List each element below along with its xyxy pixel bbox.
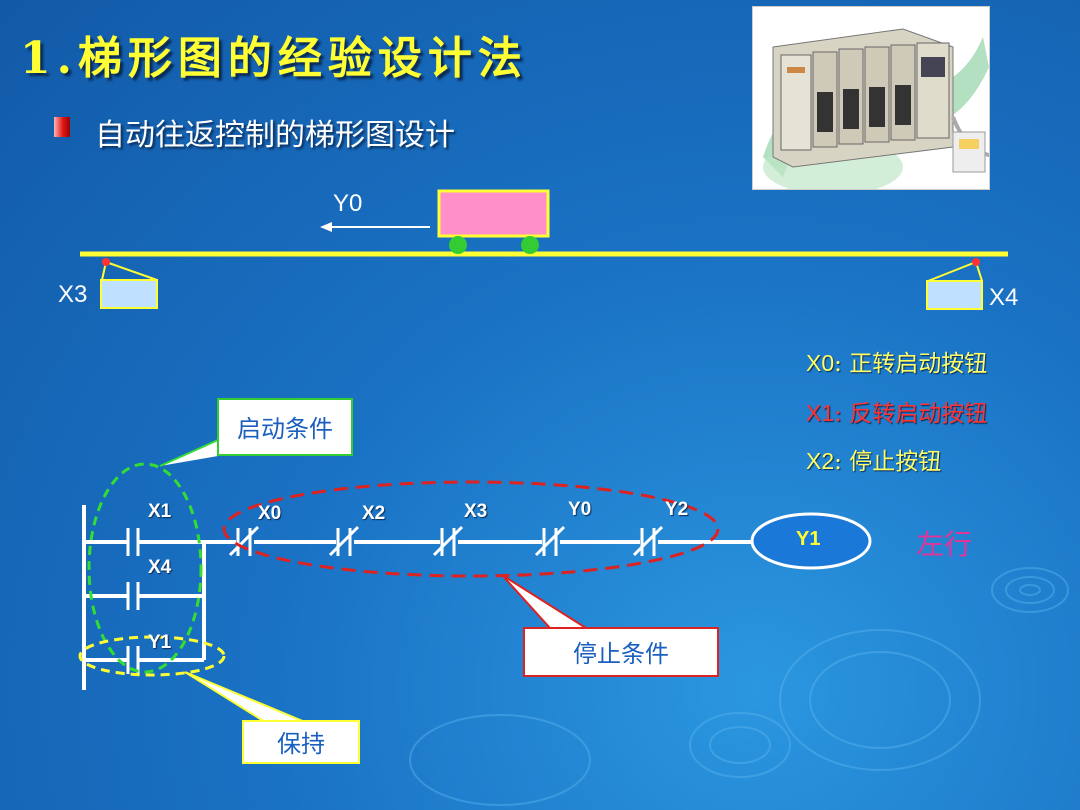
legend-item-x1: X1: 反转启动按钮 xyxy=(806,400,988,427)
coil-label: Y1 xyxy=(796,528,821,550)
limit-switch-x3 xyxy=(100,279,158,309)
start-condition-callout: 启动条件 xyxy=(217,398,353,456)
ladder-diagram xyxy=(82,505,752,690)
right-switch-label: X4 xyxy=(989,284,1019,311)
hold-ellipse xyxy=(78,635,226,677)
ripple-decoration xyxy=(409,567,1069,806)
contact-label-x0: X0 xyxy=(258,503,282,524)
contact-y0-nc xyxy=(534,525,566,557)
stop-callout-pointer xyxy=(501,574,590,629)
left-arrow-icon xyxy=(320,222,332,232)
legend-item-x0: X0: 正转启动按钮 xyxy=(806,350,988,377)
contact-x2-nc xyxy=(328,525,360,557)
limit-switch-x4 xyxy=(926,280,983,310)
stop-condition-ellipse xyxy=(222,480,720,578)
contact-label-x2: X2 xyxy=(362,503,386,524)
hold-callout-pointer xyxy=(184,671,306,723)
direction-label: Y0 xyxy=(333,190,363,217)
start-condition-ellipse xyxy=(87,462,203,674)
contact-x0-nc xyxy=(228,525,260,557)
contact-y2-nc xyxy=(632,525,664,557)
left-switch-label: X3 xyxy=(58,281,88,308)
slide-subtitle: 自动往返控制的梯形图设计 xyxy=(95,118,455,153)
contact-label-x3: X3 xyxy=(464,501,488,522)
contact-x3-nc xyxy=(432,525,464,557)
legend-item-x2: X2: 停止按钮 xyxy=(806,448,942,475)
bullet-square-icon xyxy=(54,117,70,137)
contact-label-x4: X4 xyxy=(148,557,172,578)
contact-label-y2: Y2 xyxy=(665,499,689,520)
contact-label-y0: Y0 xyxy=(568,499,592,520)
cart-wheel-right xyxy=(521,236,539,254)
hold-callout: 保持 xyxy=(242,720,360,764)
contact-label-x1: X1 xyxy=(148,501,172,522)
coil-note: 左行 xyxy=(916,528,973,561)
contact-label-y1: Y1 xyxy=(148,632,172,653)
stop-condition-callout: 停止条件 xyxy=(523,627,719,677)
plc-photo xyxy=(752,6,990,190)
slide-title: 1.梯形图的经验设计法 xyxy=(20,33,528,84)
coil-y1 xyxy=(750,512,872,570)
cart-wheel-left xyxy=(449,236,467,254)
cart-body xyxy=(437,189,550,238)
